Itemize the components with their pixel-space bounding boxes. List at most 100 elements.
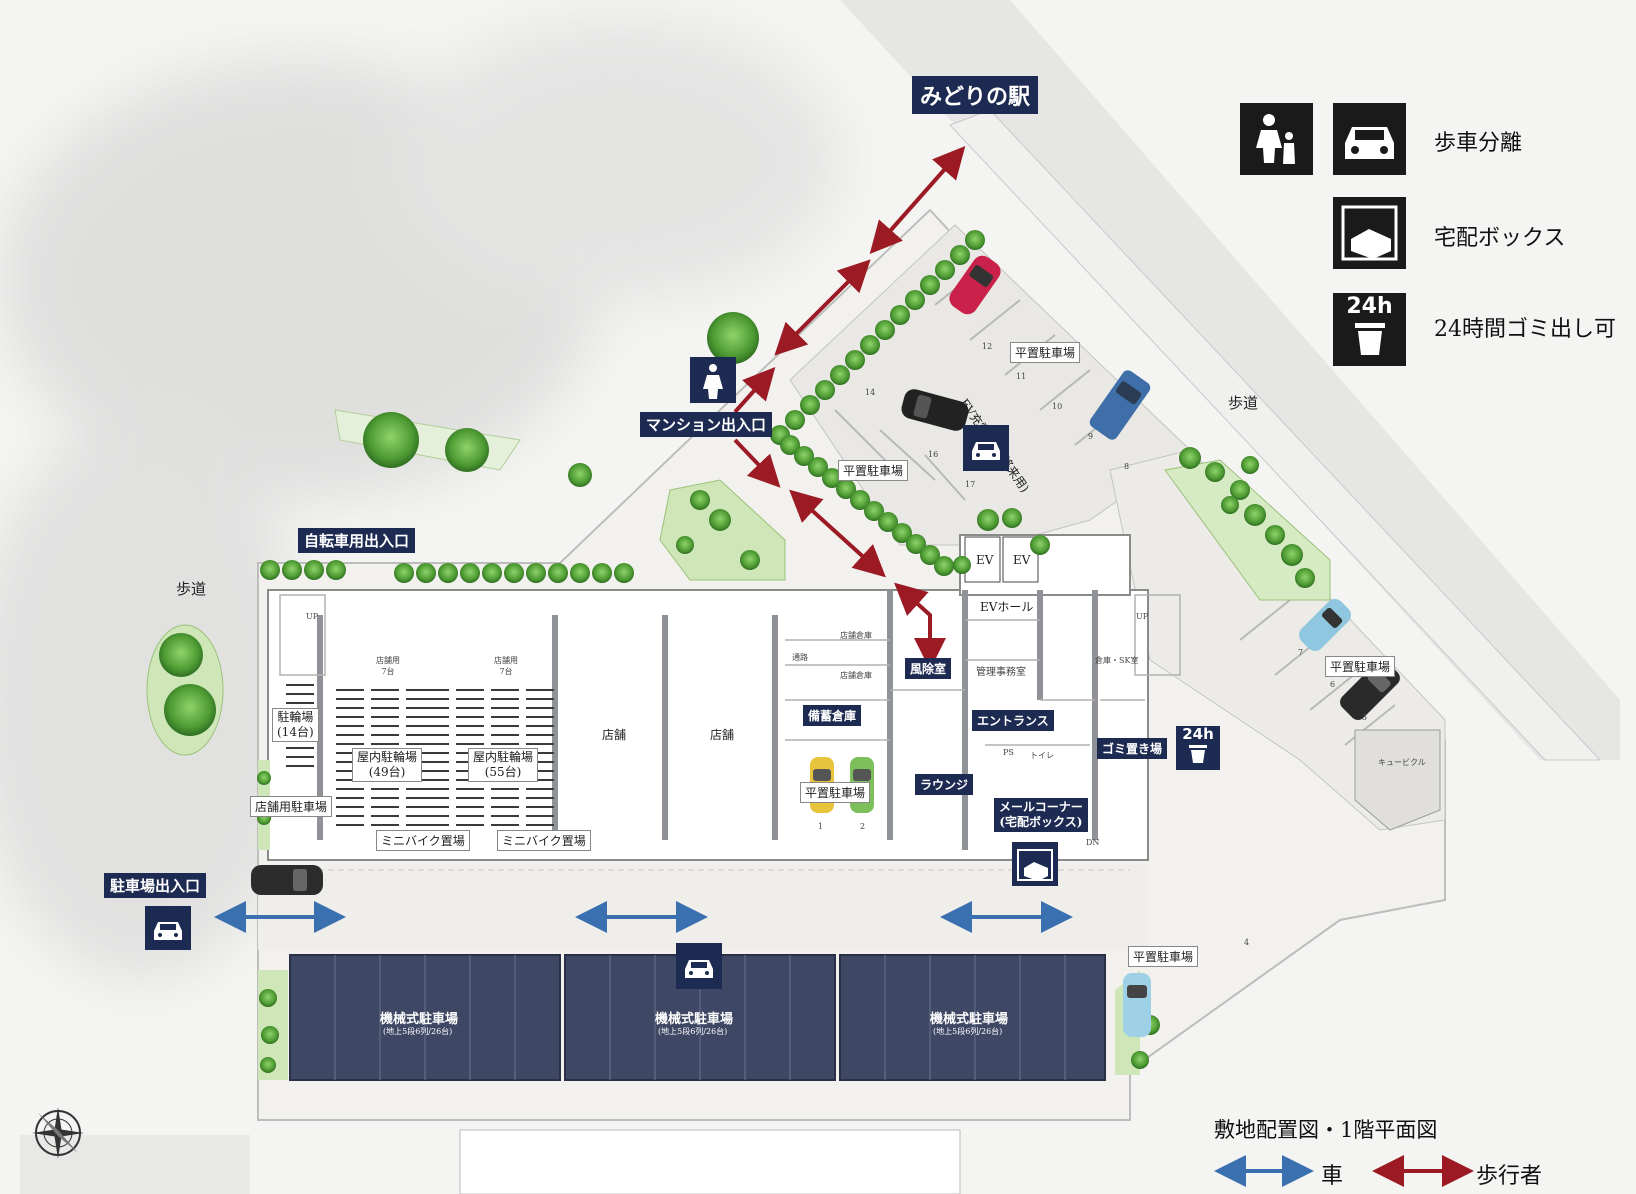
flat-parking-center-label: 平置駐車場 — [838, 460, 909, 481]
mech-parking-sub-2: (地上5段6列/26台) — [658, 1027, 728, 1036]
car-icon — [1333, 103, 1406, 175]
tree — [953, 556, 971, 574]
map-title: 敷地配置図・1階平面図 — [1214, 1118, 1438, 1142]
tree — [845, 350, 865, 370]
garbage-room-label: ゴミ置き場 — [1097, 738, 1168, 759]
ev-1-label: EV — [976, 553, 994, 567]
tree — [935, 260, 955, 280]
entrance-label: エントランス — [972, 710, 1054, 731]
shop-storage-1-label: 店舗倉庫 — [840, 631, 872, 640]
legend-separation-text: 歩車分離 — [1434, 131, 1523, 156]
tree — [260, 560, 280, 580]
space-number: 7 — [1298, 648, 1304, 657]
outdoor-bike-parking-label: 駐輪場(14台) — [272, 708, 319, 742]
tree — [614, 563, 634, 583]
shop-parking-label: 店舗用駐車場 — [250, 796, 333, 817]
tree — [548, 563, 568, 583]
tree — [363, 412, 419, 468]
garbage-24h-icon: 24h — [1333, 293, 1406, 366]
space-number: 6 — [1330, 680, 1336, 689]
mansion-entrance-label: マンション出入口 — [640, 412, 773, 437]
tree — [261, 1026, 279, 1044]
tree — [808, 457, 828, 477]
tree — [260, 1057, 276, 1073]
cubicle-area — [1354, 729, 1441, 831]
tree — [592, 563, 612, 583]
space-number: 8 — [1124, 462, 1130, 471]
tree — [282, 560, 302, 580]
tree — [159, 633, 203, 677]
car-icon — [676, 943, 722, 989]
space-number: 9 — [1088, 432, 1094, 441]
tree — [920, 545, 940, 565]
shop-storage-2-label: 店舗倉庫 — [840, 671, 872, 680]
pedestrian-icon — [690, 357, 736, 403]
delivery-box-icon — [1012, 842, 1058, 886]
tree — [1221, 496, 1239, 514]
space-number: 14 — [865, 388, 876, 397]
space-number: 2 — [860, 822, 866, 831]
space-number: 1 — [818, 822, 824, 831]
tree — [709, 509, 731, 531]
tree — [740, 550, 760, 570]
bicycle-entrance-label: 自転車用出入口 — [298, 528, 416, 553]
shop-2-label: 店舗 — [710, 728, 735, 742]
space-number: 16 — [928, 450, 939, 459]
sidewalk-label-west: 歩道 — [176, 580, 207, 598]
tree — [259, 989, 277, 1007]
flat-parking-north-label: 平置駐車場 — [1010, 342, 1081, 363]
stair-up-label-east: UP — [1136, 612, 1149, 621]
mech-parking-sub-3: (地上5段6列/26台) — [933, 1027, 1003, 1036]
space-number: 11 — [1016, 372, 1027, 381]
space-number: 5 — [1362, 713, 1368, 722]
tree — [934, 556, 954, 576]
legend-garbage-24h-text: 24時間ゴミ出し可 — [1434, 317, 1616, 342]
storage-sk-label: 倉庫・SK室 — [1095, 656, 1139, 665]
tree — [707, 312, 759, 364]
ps-label: PS — [1003, 748, 1014, 757]
tree — [1281, 544, 1303, 566]
tree — [920, 275, 940, 295]
legend-delivery-box-text: 宅配ボックス — [1434, 226, 1566, 251]
stair-down-label: DN — [1086, 838, 1100, 847]
shop-1-label: 店舗 — [602, 728, 627, 742]
tree — [830, 365, 850, 385]
tree — [780, 435, 800, 455]
tree — [164, 684, 216, 736]
toilet-label: トイレ — [1030, 751, 1054, 760]
tree — [445, 428, 489, 472]
pedestrian-arrows — [733, 146, 966, 670]
space-number: 17 — [965, 480, 976, 489]
tree — [906, 534, 926, 554]
station-label: みどりの駅 — [912, 76, 1039, 114]
parking-entrance-label: 駐車場出入口 — [104, 873, 207, 898]
tree — [860, 335, 880, 355]
tree — [1265, 525, 1285, 545]
tree — [794, 446, 814, 466]
tree — [1244, 504, 1266, 526]
minibike-parking-2-label: ミニバイク置場 — [497, 830, 591, 851]
tree — [526, 563, 546, 583]
vestibule-label: 風除室 — [905, 658, 952, 679]
legend-pedestrian-text: 歩行者 — [1476, 1164, 1543, 1189]
tree — [977, 509, 999, 531]
pedestrian-icon — [1240, 103, 1313, 175]
mech-parking-sub-1: (地上5段6列/26台) — [383, 1027, 453, 1036]
tree — [1295, 568, 1315, 588]
flat-parking-east-label: 平置駐車場 — [1325, 656, 1396, 677]
delivery-box-icon — [1333, 197, 1406, 269]
space-number: 12 — [982, 342, 993, 351]
tree — [1002, 508, 1022, 528]
space-number: 10 — [1052, 402, 1063, 411]
cubicle-label: キュービクル — [1378, 758, 1426, 767]
indoor-bike-parking-1-label: 屋内駐輪場(49台) — [352, 748, 423, 782]
tree — [394, 563, 414, 583]
tree — [460, 563, 480, 583]
tree — [950, 245, 970, 265]
compass-icon — [32, 1107, 84, 1159]
stockpile-storage-label: 備蓄倉庫 — [803, 705, 862, 726]
tree — [690, 490, 710, 510]
